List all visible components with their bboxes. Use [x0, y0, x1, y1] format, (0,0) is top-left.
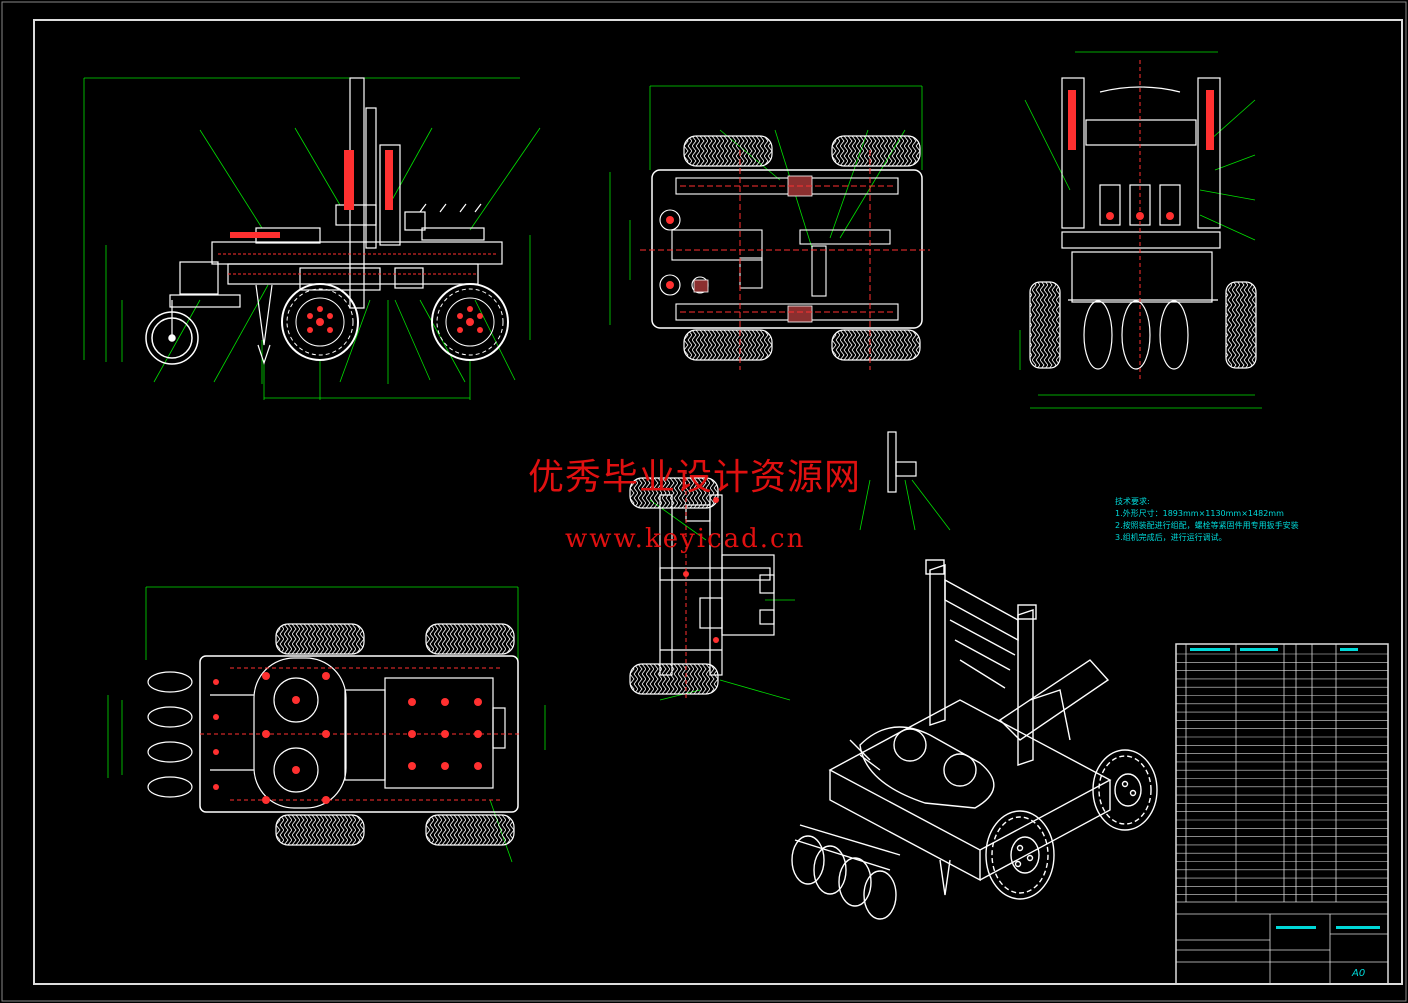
- watermark-title: 优秀毕业设计资源网: [528, 457, 862, 498]
- tech-requirement-item: 1.外形尺寸：1893mm×1130mm×1482mm: [1115, 509, 1284, 518]
- top-plan-view: [609, 85, 930, 370]
- bottom-plan-view: [107, 586, 546, 863]
- tech-requirement-item: 3.组机完成后，进行运行调试。: [1115, 533, 1227, 542]
- section-detail-view: [629, 431, 951, 701]
- front-elevation-view: [1019, 51, 1262, 409]
- sheet-size-label: A0: [1351, 968, 1365, 979]
- tech-requirements-heading: 技术要求:: [1115, 497, 1150, 506]
- title-block: A0: [1175, 643, 1389, 985]
- tech-requirement-item: 2.按照装配进行组配，螺栓等紧固件用专用扳手安装: [1115, 521, 1299, 530]
- watermark-url: www.keyicad.cn: [565, 524, 806, 554]
- side-elevation-view: [83, 77, 541, 400]
- isometric-view: [791, 559, 1158, 920]
